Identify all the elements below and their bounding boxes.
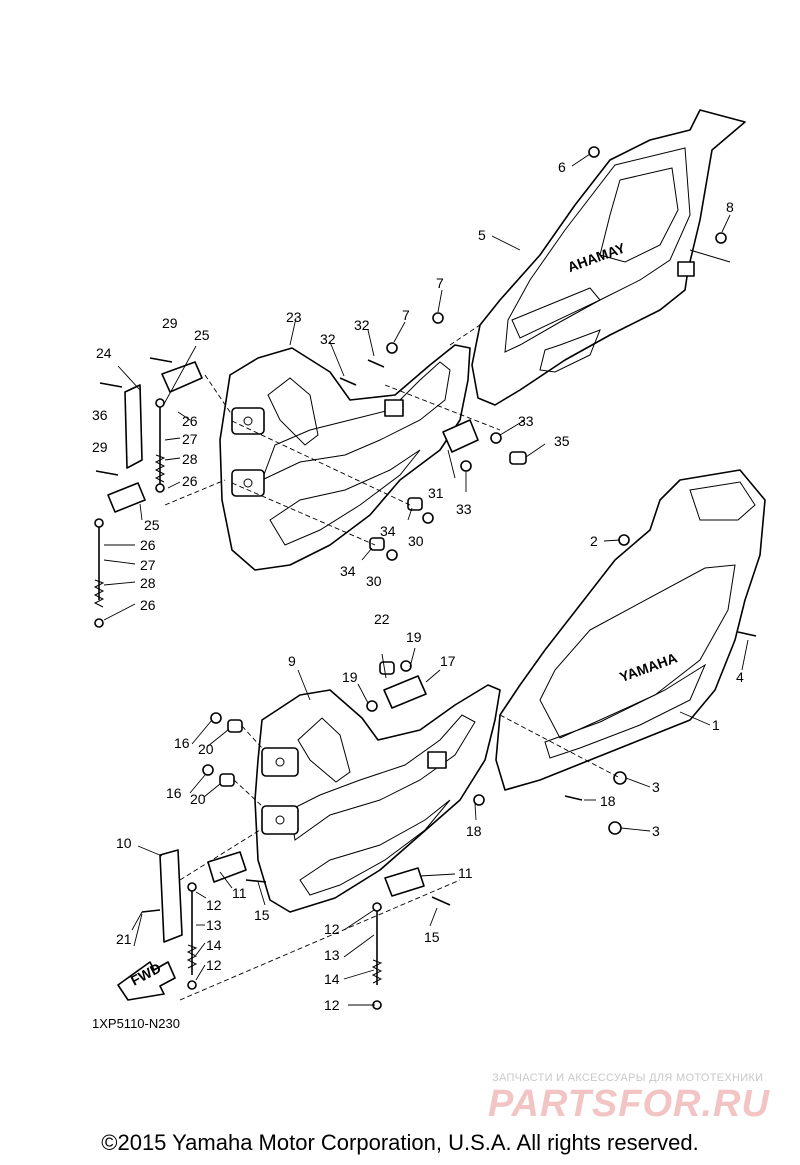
callout-24: 24: [96, 345, 112, 361]
callout-7: 7: [402, 307, 410, 323]
callout-29: 29: [92, 439, 108, 455]
callout-15: 15: [424, 929, 440, 945]
callout-12: 12: [206, 957, 222, 973]
callout-labels: 1 2 3 3 4 5 6 7 7 8 9 10 11 11 12 12 12 …: [92, 159, 744, 1013]
lower-door-outer-panel: YAMAHA: [495, 469, 766, 791]
callout-20: 20: [190, 791, 206, 807]
callout-19: 19: [406, 629, 422, 645]
callout-26: 26: [182, 473, 198, 489]
lower-door-frame: [254, 684, 501, 913]
callout-17: 17: [440, 653, 456, 669]
callout-3: 3: [652, 779, 660, 795]
diagram-reference-code: 1XP5110-N230: [92, 1016, 180, 1031]
callout-16: 16: [174, 735, 190, 751]
callout-34: 34: [340, 563, 356, 579]
callout-12: 12: [324, 997, 340, 1013]
callout-16: 16: [166, 785, 182, 801]
callout-6: 6: [558, 159, 566, 175]
callout-25: 25: [194, 327, 210, 343]
callout-12: 12: [324, 921, 340, 937]
callout-27: 27: [140, 557, 156, 573]
callout-34: 34: [380, 523, 396, 539]
leader-lines: [103, 153, 749, 1006]
callout-33: 33: [456, 501, 472, 517]
callout-13: 13: [206, 917, 222, 933]
callout-22: 22: [374, 611, 390, 627]
callout-27: 27: [182, 431, 198, 447]
callout-21: 21: [116, 931, 132, 947]
callout-26: 26: [140, 537, 156, 553]
callout-8: 8: [726, 199, 734, 215]
callout-36: 36: [92, 407, 108, 423]
callout-5: 5: [478, 227, 486, 243]
forward-direction-arrow: FWD: [117, 960, 176, 1001]
callout-13: 13: [324, 947, 340, 963]
callout-33: 33: [518, 413, 534, 429]
callout-32: 32: [354, 317, 370, 333]
callout-26: 26: [182, 413, 198, 429]
callout-15: 15: [254, 907, 270, 923]
copyright-notice: ©2015 Yamaha Motor Corporation, U.S.A. A…: [101, 1130, 699, 1155]
callout-11: 11: [458, 865, 473, 881]
callout-23: 23: [286, 309, 302, 325]
callout-30: 30: [366, 573, 382, 589]
upper-door-frame: [219, 344, 471, 571]
callout-25: 25: [144, 517, 160, 533]
callout-32: 32: [320, 331, 336, 347]
callout-18: 18: [600, 793, 616, 809]
callout-14: 14: [324, 971, 340, 987]
callout-11: 11: [232, 885, 247, 901]
callout-28: 28: [182, 451, 198, 467]
callout-4: 4: [736, 669, 744, 685]
lower-hinge-assembly: [141, 829, 461, 1010]
callout-29: 29: [162, 315, 178, 331]
callout-26: 26: [140, 597, 156, 613]
callout-20: 20: [198, 741, 214, 757]
callout-9: 9: [288, 653, 296, 669]
callout-31: 31: [428, 485, 444, 501]
upper-door-outer-panel: YAMAHA: [471, 109, 746, 406]
callout-12: 12: [206, 897, 222, 913]
upper-hinge-assembly: [93, 357, 233, 628]
callout-28: 28: [140, 575, 156, 591]
callout-19: 19: [342, 669, 358, 685]
callout-30: 30: [408, 533, 424, 549]
callout-35: 35: [554, 433, 570, 449]
callout-2: 2: [590, 533, 598, 549]
callout-18: 18: [466, 823, 482, 839]
watermark-caption: ЗАПЧАСТИ И АКСЕССУАРЫ ДЛЯ МОТОТЕХНИКИ: [492, 1072, 764, 1084]
fasteners: [202, 146, 757, 835]
callout-1: 1: [712, 717, 720, 733]
callout-3: 3: [652, 823, 660, 839]
callout-7: 7: [436, 275, 444, 291]
watermark-logo: PARTSFOR.RU: [488, 1083, 770, 1125]
callout-14: 14: [206, 937, 222, 953]
callout-10: 10: [116, 835, 132, 851]
